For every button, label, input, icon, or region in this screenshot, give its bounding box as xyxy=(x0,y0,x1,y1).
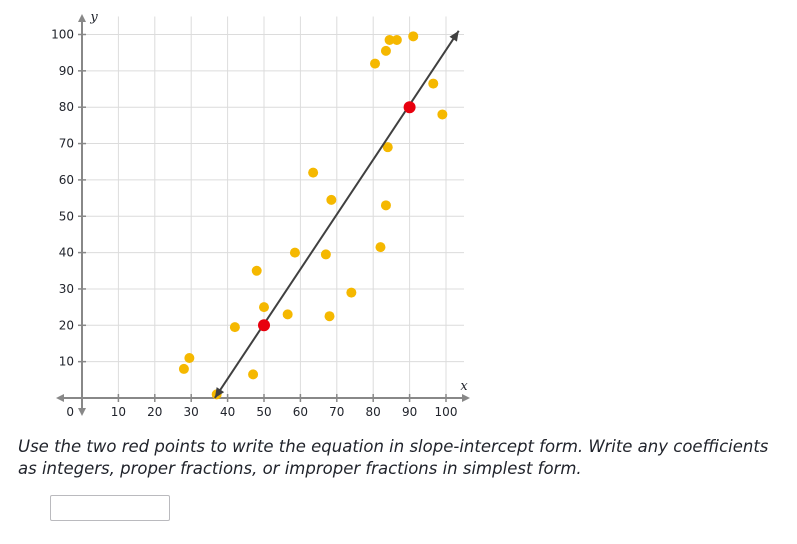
data-point xyxy=(428,78,439,89)
y-axis-down-arrow-icon xyxy=(78,408,86,416)
y-tick-label: 30 xyxy=(59,282,74,296)
y-tick-label: 80 xyxy=(59,100,74,114)
x-tick-label: 60 xyxy=(293,405,308,419)
x-tick-label: 50 xyxy=(256,405,271,419)
red-point xyxy=(403,101,416,114)
fit-line-start-arrow-icon xyxy=(214,387,225,398)
data-point xyxy=(370,58,381,69)
data-point xyxy=(229,322,240,333)
data-point xyxy=(259,302,269,313)
data-point xyxy=(248,369,259,380)
x-axis-left-arrow-icon xyxy=(56,394,64,402)
x-axis-label: x xyxy=(460,379,468,394)
fit-line xyxy=(214,30,460,399)
origin-label: 0 xyxy=(66,405,74,419)
x-tick-label: 30 xyxy=(184,405,199,419)
data-point xyxy=(408,31,419,42)
data-point xyxy=(382,142,393,153)
x-tick-label: 40 xyxy=(220,405,235,419)
y-tick-label: 20 xyxy=(59,318,74,332)
answer-input[interactable] xyxy=(50,495,170,521)
y-tick-label: 10 xyxy=(59,355,74,369)
fit-line-end-arrow-icon xyxy=(449,30,459,42)
y-tick-label: 90 xyxy=(59,64,74,78)
y-tick-label: 40 xyxy=(59,246,74,260)
x-tick-label: 20 xyxy=(147,405,162,419)
x-axis-right-arrow-icon xyxy=(462,394,470,402)
question-prompt: Use the two red points to write the equa… xyxy=(18,437,769,478)
data-point xyxy=(380,200,391,211)
data-point xyxy=(184,353,195,364)
data-point xyxy=(375,242,386,253)
x-tick-label: 80 xyxy=(366,405,381,419)
data-point xyxy=(178,363,189,374)
data-point xyxy=(282,309,293,320)
data-point xyxy=(384,34,395,45)
data-point xyxy=(251,265,262,276)
y-tick-label: 50 xyxy=(59,209,74,223)
x-tick-label: 10 xyxy=(111,405,126,419)
data-point xyxy=(324,311,335,322)
y-axis-label: y xyxy=(89,10,98,25)
data-point xyxy=(326,194,337,205)
data-point xyxy=(380,45,391,56)
x-tick-label: 70 xyxy=(329,405,344,419)
scatter-plot: 10 20 30 40 50 60 70 80 90 100 10 20 30 40 50 60 70 80 90 1… xyxy=(51,10,470,419)
data-point xyxy=(437,109,448,120)
data-point xyxy=(320,249,331,260)
y-axis-up-arrow-icon xyxy=(78,14,86,22)
data-point xyxy=(391,34,402,45)
y-tick-label: 100 xyxy=(51,28,74,42)
data-point xyxy=(308,167,319,178)
data-point xyxy=(289,247,300,258)
data-point xyxy=(346,287,357,298)
x-tick-label: 100 xyxy=(435,405,458,419)
red-point xyxy=(258,319,270,332)
y-tick-label: 60 xyxy=(59,173,74,187)
x-tick-label: 90 xyxy=(402,405,417,419)
y-tick-label: 70 xyxy=(59,137,74,151)
